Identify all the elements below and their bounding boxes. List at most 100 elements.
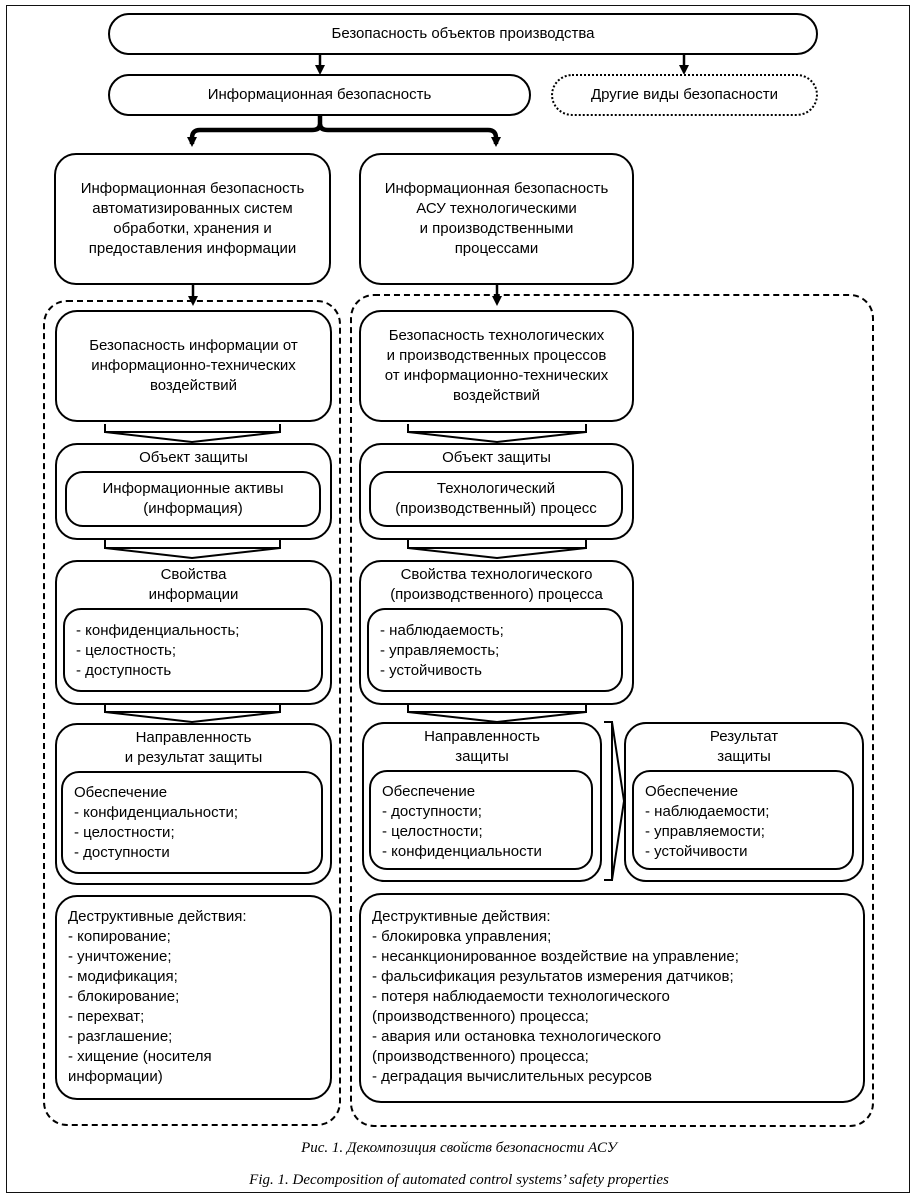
left-direction-item: - конфиденциальности; bbox=[74, 804, 239, 821]
left-security-box: Безопасность информации от информационно… bbox=[55, 310, 332, 422]
left-object-header: Объект защиты bbox=[139, 449, 248, 466]
left-group bbox=[43, 300, 341, 1126]
left-object-inner: Информационные активы (информация) bbox=[65, 471, 321, 527]
left-properties-header-line: Свойства bbox=[160, 566, 227, 583]
right-destructive-line: Деструктивные действия: bbox=[372, 908, 551, 925]
caption-ru: Рис. 1. Декомпозиция свойств безопасност… bbox=[301, 1140, 617, 1156]
left-direction-box: Направленность и результат защиты Обеспе… bbox=[55, 723, 332, 885]
right-title-box: Информационная безопасность АСУ технолог… bbox=[359, 153, 634, 285]
left-object-line: Информационные активы bbox=[102, 480, 284, 497]
left-title-box: Информационная безопасность автоматизиро… bbox=[54, 153, 331, 285]
chevron-left-2 bbox=[104, 540, 281, 560]
left-destructive-line: - копирование; bbox=[68, 928, 171, 945]
right-destructive-line: - авария или остановка технологического bbox=[372, 1028, 662, 1045]
left-destructive-line: Деструктивные действия: bbox=[68, 908, 247, 925]
right-property-item: - наблюдаемость; bbox=[380, 622, 504, 639]
left-property-item: - конфиденциальность; bbox=[76, 622, 240, 639]
left-properties-header-line: информации bbox=[148, 586, 239, 603]
top-title: Безопасность объектов производства bbox=[331, 25, 595, 42]
left-properties-list: - конфиденциальность; - целостность; - д… bbox=[63, 608, 323, 692]
left-destructive-line: информации) bbox=[68, 1068, 163, 1085]
chevron-left-1 bbox=[104, 424, 281, 444]
left-security-line: информационно-технических bbox=[91, 357, 296, 374]
right-result-item: - устойчивости bbox=[645, 843, 748, 860]
right-object-box: Объект защиты Технологический (производс… bbox=[359, 443, 634, 540]
right-result-box: Результат защиты Обеспечение - наблюдаем… bbox=[624, 722, 864, 882]
right-security-line: Безопасность технологических bbox=[388, 327, 605, 344]
left-property-item: - доступность bbox=[76, 662, 172, 679]
right-property-item: - управляемость; bbox=[380, 642, 500, 659]
left-direction-item: Обеспечение bbox=[74, 784, 168, 801]
brace-info-split bbox=[187, 116, 323, 147]
right-object-line: Технологический bbox=[436, 480, 556, 497]
right-destructive-line: - несанкционированное воздействие на упр… bbox=[372, 948, 739, 965]
right-destructive-line: - фальсификация результатов измерения да… bbox=[372, 968, 734, 985]
left-destructive-line: - разглашение; bbox=[68, 1028, 173, 1045]
right-destructive-line: (производственного) процесса; bbox=[372, 1008, 589, 1025]
left-property-item: - целостность; bbox=[76, 642, 177, 659]
right-destructive-box: Деструктивные действия: - блокировка упр… bbox=[359, 893, 865, 1103]
right-result-header-line: защиты bbox=[717, 748, 771, 765]
left-direction-list: Обеспечение - конфиденциальности; - цело… bbox=[61, 771, 323, 874]
right-result-item: - наблюдаемости; bbox=[645, 803, 770, 820]
right-direction-list: Обеспечение - доступности; - целостности… bbox=[369, 770, 593, 870]
left-title-line: обработки, хранения и bbox=[113, 220, 272, 237]
right-properties-header-line: (производственного) процесса bbox=[390, 586, 603, 603]
right-security-box: Безопасность технологических и производс… bbox=[359, 310, 634, 422]
left-security-line: воздействий bbox=[149, 377, 238, 394]
right-title-line: АСУ технологическими bbox=[416, 200, 577, 217]
left-destructive-line: - хищение (носителя bbox=[68, 1048, 212, 1065]
right-properties-header-line: Свойства технологического bbox=[400, 566, 593, 583]
right-object-header: Объект защиты bbox=[442, 449, 551, 466]
right-result-item: Обеспечение bbox=[645, 783, 739, 800]
other-security-label: Другие виды безопасности bbox=[590, 86, 779, 103]
chevron-left-3 bbox=[104, 705, 281, 724]
left-title-line: автоматизированных систем bbox=[92, 200, 293, 217]
right-destructive-line: - потеря наблюдаемости технологического bbox=[372, 988, 670, 1005]
right-destructive-line: - деградация вычислительных ресурсов bbox=[372, 1068, 653, 1085]
chevron-right-2 bbox=[407, 540, 587, 560]
left-destructive-box: Деструктивные действия: - копирование; -… bbox=[55, 895, 332, 1100]
left-title-line: предоставления информации bbox=[88, 240, 297, 257]
left-direction-header-line: и результат защиты bbox=[124, 749, 263, 766]
right-properties-box: Свойства технологического (производствен… bbox=[359, 560, 634, 705]
right-group bbox=[350, 294, 874, 1127]
right-object-line: (производственный) процесс bbox=[395, 500, 597, 517]
info-security-label: Информационная безопасность bbox=[207, 86, 432, 103]
left-destructive-line: - модификация; bbox=[68, 968, 178, 985]
left-object-line: (информация) bbox=[143, 500, 243, 517]
left-direction-item: - целостности; bbox=[74, 824, 175, 841]
caption-en: Fig. 1. Decomposition of automated contr… bbox=[249, 1172, 669, 1188]
info-security-box: Информационная безопасность bbox=[108, 74, 531, 116]
other-security-box: Другие виды безопасности bbox=[551, 74, 818, 116]
top-box: Безопасность объектов производства bbox=[108, 13, 818, 55]
right-title-line: и производственными bbox=[419, 220, 574, 237]
right-properties-list: - наблюдаемость; - управляемость; - усто… bbox=[367, 608, 623, 692]
left-security-line: Безопасность информации от bbox=[89, 337, 298, 354]
left-destructive-line: - перехват; bbox=[68, 1008, 145, 1025]
right-security-line: воздействий bbox=[452, 387, 541, 404]
brace-info-split-right bbox=[317, 123, 501, 147]
left-destructive-line: - блокирование; bbox=[68, 988, 180, 1005]
left-destructive-line: - уничтожение; bbox=[68, 948, 172, 965]
left-title-line: Информационная безопасность bbox=[80, 180, 305, 197]
right-security-line: от информационно-технических bbox=[384, 367, 609, 384]
left-direction-header-line: Направленность bbox=[135, 729, 252, 746]
figure-frame bbox=[6, 5, 910, 1193]
right-object-inner: Технологический (производственный) проце… bbox=[369, 471, 623, 527]
right-result-header-line: Результат bbox=[709, 728, 779, 745]
right-property-item: - устойчивость bbox=[380, 662, 482, 679]
right-result-item: - управляемости; bbox=[645, 823, 765, 840]
right-direction-item: Обеспечение bbox=[382, 783, 476, 800]
left-direction-item: - доступности bbox=[74, 844, 170, 861]
right-direction-item: - конфиденциальности bbox=[382, 843, 542, 860]
right-direction-box: Направленность защиты Обеспечение - дост… bbox=[362, 722, 602, 882]
left-properties-box: Свойства информации - конфиденциальность… bbox=[55, 560, 332, 705]
right-direction-item: - доступности; bbox=[382, 803, 482, 820]
right-destructive-line: (производственного) процесса; bbox=[372, 1048, 589, 1065]
right-direction-header-line: защиты bbox=[455, 748, 509, 765]
right-direction-item: - целостности; bbox=[382, 823, 483, 840]
right-destructive-line: - блокировка управления; bbox=[372, 928, 552, 945]
right-title-line: Информационная безопасность bbox=[384, 180, 609, 197]
